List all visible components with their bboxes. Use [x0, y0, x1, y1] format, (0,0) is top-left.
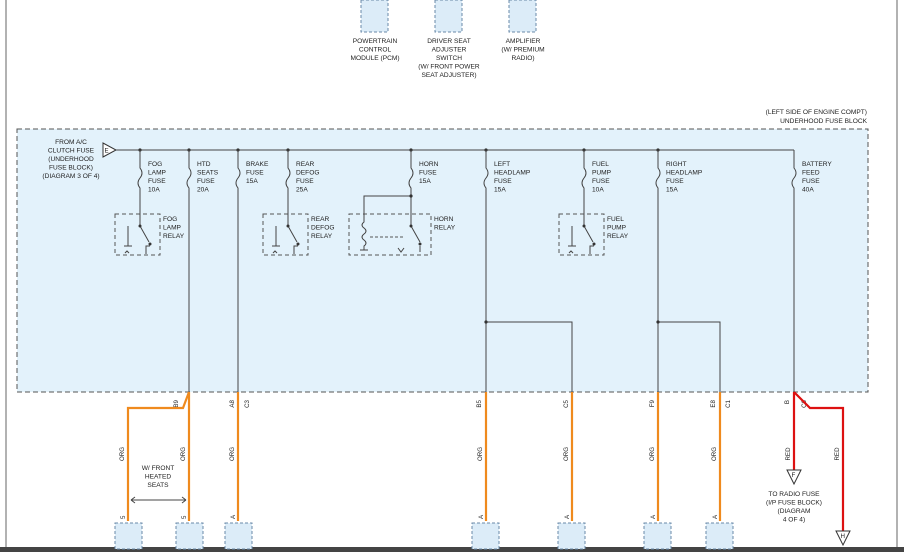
svg-text:ORG: ORG — [711, 447, 718, 461]
pin-labels: B9 A8 C3 B5 C5 F9 E8 C1 B C6 — [173, 399, 808, 407]
svg-text:ORG: ORG — [180, 447, 187, 461]
offpage-marker-h[interactable]: H — [835, 530, 851, 547]
connector-right-headlamp-1[interactable]: A — [643, 514, 672, 550]
pin-b5: B5 — [476, 399, 483, 407]
pin-c5: C5 — [563, 399, 570, 407]
connector-htd-left[interactable]: 5 — [114, 515, 143, 550]
svg-text:F: F — [792, 472, 796, 479]
orange-wires — [126, 391, 722, 521]
svg-text:A: A — [712, 514, 719, 519]
connector-brake[interactable]: A — [224, 514, 253, 550]
wire-org-htd-left[interactable] — [126, 391, 191, 521]
svg-text:ORG: ORG — [119, 447, 126, 461]
svg-text:ORG: ORG — [649, 447, 656, 461]
svg-text:ORG: ORG — [477, 447, 484, 461]
pin-c3: C3 — [244, 399, 251, 407]
bottom-connectors: 5 5 A A A A A — [114, 514, 734, 550]
pin-a8: A8 — [229, 399, 236, 407]
fuse-block-outline — [16, 128, 869, 393]
connector-right-headlamp-2[interactable]: A — [705, 514, 734, 550]
pin-b: B — [784, 400, 791, 404]
red-wires — [792, 391, 845, 531]
pin-f9: F9 — [649, 399, 656, 407]
connector-left-headlamp-2[interactable]: A — [557, 514, 586, 550]
svg-text:ORG: ORG — [229, 447, 236, 461]
pin-e8: E8 — [710, 399, 717, 407]
pin-b9: B9 — [173, 399, 180, 407]
svg-text:5: 5 — [120, 515, 127, 519]
svg-text:ORG: ORG — [563, 447, 570, 461]
svg-text:A: A — [478, 514, 485, 519]
svg-text:A: A — [230, 514, 237, 519]
feed-marker[interactable]: E — [102, 142, 118, 158]
connector-left-headlamp-1[interactable]: A — [471, 514, 500, 550]
underhood-fuse-block: (LEFT SIDE OF ENGINE COMPT) UNDERHOOD FU… — [16, 109, 869, 393]
pin-c1: C1 — [725, 399, 732, 407]
svg-text:RED: RED — [785, 447, 792, 461]
connector-htd-right[interactable]: 5 — [175, 515, 204, 550]
svg-text:E: E — [105, 148, 109, 155]
wire-red-offpage[interactable] — [793, 391, 845, 531]
svg-text:A: A — [564, 514, 571, 519]
wire-color-labels: ORG ORG ORG ORG ORG ORG ORG RED RED — [119, 447, 841, 461]
fuse-block-name: UNDERHOOD FUSE BLOCK — [780, 118, 867, 125]
svg-text:RED: RED — [834, 447, 841, 461]
svg-text:A: A — [650, 514, 657, 519]
svg-text:5: 5 — [181, 515, 188, 519]
svg-text:H: H — [841, 533, 845, 540]
fuse-block-location: (LEFT SIDE OF ENGINE COMPT) — [766, 109, 867, 116]
